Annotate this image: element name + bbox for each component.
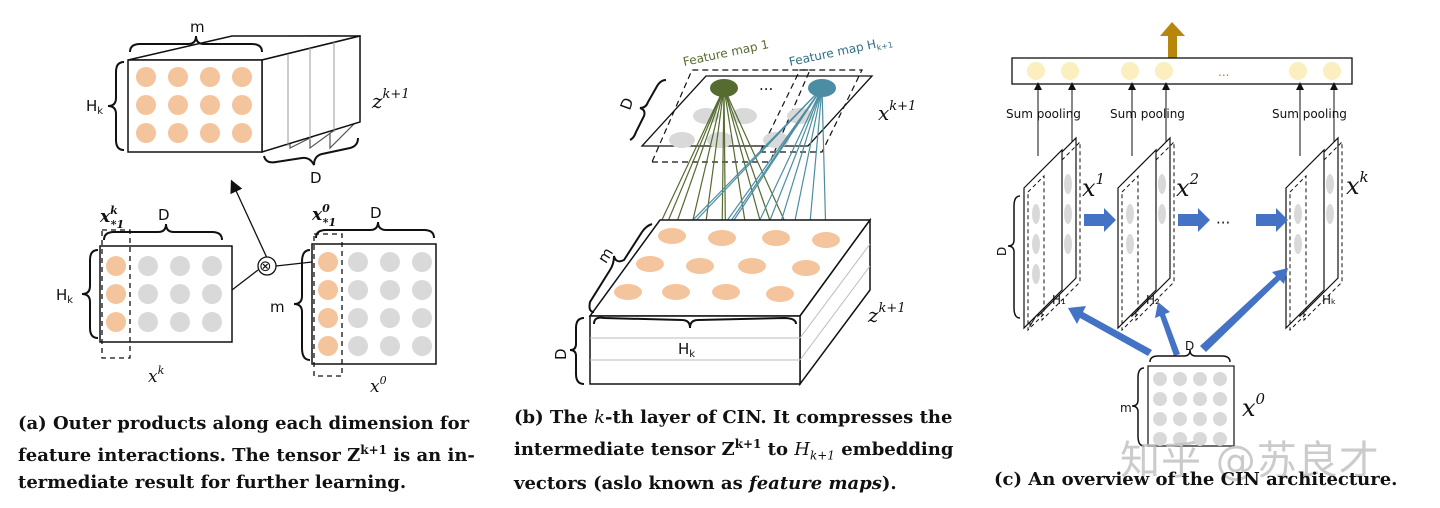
watermark: 知乎 @苏良才 — [1120, 438, 1380, 484]
label-xk-col: xk*1 — [99, 204, 124, 231]
label-m-top: m — [190, 18, 205, 36]
zk1-orange-circles — [614, 228, 840, 302]
label-xk-c: xk — [1346, 168, 1369, 200]
label-feature-map-h: Feature map Hk+1 — [788, 33, 894, 71]
panel-c: ... Sum pooling Sum pooling Sum pooling … — [995, 22, 1369, 447]
feature-map-h-frame — [759, 69, 863, 153]
label-m-left: m — [270, 298, 285, 316]
sum-pooling-1: Sum pooling — [1006, 107, 1081, 121]
dots-mid-c: ··· — [1216, 214, 1230, 232]
label-xk-bottom: xk — [148, 364, 165, 387]
caption-a-line3: termediate result for further learning. — [18, 472, 407, 493]
x1-stack — [1023, 136, 1081, 332]
brace-d-b-top — [629, 79, 667, 141]
caption-a-line2: feature interactions. The tensor Zk+1 is… — [18, 443, 475, 466]
label-hk-b: Hk — [678, 340, 695, 360]
label-x0-c: x0 — [1242, 390, 1266, 422]
label-d-xk: D — [158, 206, 170, 224]
label-hk-top: Hk — [86, 97, 103, 117]
dots-b: ... — [759, 76, 773, 94]
label-d-b-bottom: D — [552, 348, 570, 360]
brace-hk-left — [81, 249, 99, 339]
xk-stack — [1285, 136, 1343, 332]
label-x2: x2 — [1176, 170, 1199, 202]
feature-map-h-node — [808, 79, 836, 97]
arrow-x1-x2-icon — [1084, 208, 1116, 232]
x2-stack — [1117, 136, 1175, 332]
label-x0-bottom: x0 — [370, 374, 387, 397]
arrow-x0-x2-icon — [1155, 302, 1180, 356]
caption-a: (a) Outer products along each dimension … — [18, 410, 488, 496]
label-d-top: D — [310, 169, 322, 187]
x0-circles — [318, 252, 432, 356]
caption-c: (c) An overview of the CIN architecture. — [994, 469, 1398, 490]
label-d-b-top: D — [617, 95, 638, 112]
xk-circles — [106, 256, 222, 332]
feature-map-1-node — [710, 79, 738, 97]
label-h2: H₂ — [1146, 293, 1160, 307]
pooling-arrows — [1034, 82, 1338, 156]
brace-m-b — [588, 223, 653, 313]
label-x0-col: x0*1 — [311, 202, 336, 229]
label-hk-c: Hₖ — [1322, 293, 1336, 307]
brace-hk-b — [593, 316, 797, 329]
xk-column-dashed — [101, 229, 131, 359]
brace-d-x0-c — [1149, 349, 1231, 363]
brace-d-b-bottom — [569, 317, 585, 385]
blue-arrows — [1068, 208, 1288, 356]
arrow-dots-xk-icon — [1256, 208, 1288, 232]
brace-d-x0 — [315, 221, 435, 239]
arrow-x0-xk-icon — [1200, 268, 1288, 352]
label-m-x0-c: m — [1120, 401, 1132, 415]
xk1-plane — [640, 75, 874, 147]
xk1-gray-circles — [669, 108, 813, 148]
label-z-top: zk+1 — [371, 87, 410, 113]
line-x0-to-op — [275, 261, 313, 267]
label-feature-map-1: Feature map 1 — [682, 37, 770, 69]
arrow-x0-x1-icon — [1068, 306, 1152, 356]
output-arrow-icon — [1160, 22, 1185, 36]
caption-a-line1: (a) Outer products along each dimension … — [18, 413, 470, 434]
brace-m-top — [129, 35, 263, 53]
label-hk-left: Hk — [56, 286, 73, 306]
brace-m-left — [293, 249, 311, 361]
arrow-to-z — [230, 179, 268, 259]
caption-b-line1: (b) The k-th layer of CIN. It compresses… — [514, 407, 953, 428]
label-d-x0-c: D — [1185, 339, 1194, 353]
x0c-circles — [1153, 372, 1227, 446]
brace-d-c — [1007, 195, 1021, 319]
label-x1: x1 — [1082, 170, 1105, 202]
brace-d-top — [263, 137, 359, 166]
line-xk-to-op — [231, 269, 259, 291]
label-zk1-b: zk+1 — [867, 301, 906, 327]
label-d-c: D — [995, 247, 1009, 256]
outer-product-symbol: ⊗ — [259, 257, 272, 275]
sum-pooling-2: Sum pooling — [1110, 107, 1185, 121]
label-h1: H₁ — [1052, 293, 1066, 307]
output-circles — [1027, 62, 1341, 80]
brace-hk-top — [107, 61, 125, 151]
label-xk1-b: xk+1 — [878, 99, 916, 125]
tensor-z-orange-circles — [136, 67, 252, 143]
sum-pooling-k: Sum pooling — [1272, 107, 1347, 121]
arrow-x2-dots-icon — [1178, 208, 1210, 232]
caption-b-line2: intermediate tensor Zk+1 to Hk+1 embeddi… — [514, 437, 954, 463]
brace-m-x0-c — [1131, 367, 1145, 447]
panel-b: ... Feature map 1 Feature map Hk+1 xk+1 … — [552, 33, 916, 387]
brace-d-xk — [103, 223, 223, 241]
panel-a: m Hk D zk+1 ⊗ D xk*1 Hk xk — [56, 18, 437, 397]
label-d-x0: D — [370, 204, 382, 222]
caption-b: (b) The k-th layer of CIN. It compresses… — [514, 404, 974, 497]
zk1-front-face — [589, 315, 801, 385]
caption-b-line3: vectors (aslo known as feature maps). — [514, 472, 897, 494]
x0-column-dashed — [313, 233, 343, 377]
output-dots: ... — [1218, 65, 1229, 79]
output-arrow-shaft — [1168, 34, 1177, 58]
